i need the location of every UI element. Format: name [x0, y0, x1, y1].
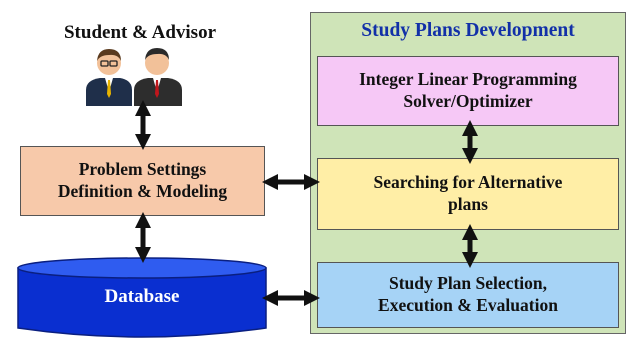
selection-line2: Execution & Evaluation	[378, 295, 558, 315]
panel-title: Study Plans Development	[361, 20, 575, 41]
student-advisor-label: Student & Advisor	[63, 22, 217, 43]
ilp-line2: Solver/Optimizer	[403, 91, 533, 111]
advisor-person-icon	[134, 48, 182, 106]
ilp-solver-box: Integer Linear Programming Solver/Optimi…	[317, 56, 619, 126]
problem-settings-line1: Problem Settings	[78, 159, 207, 180]
search-alternatives-box: Searching for Alternative plans	[317, 158, 619, 230]
ilp-line1: Integer Linear Programming	[359, 69, 577, 90]
search-line2: plans	[448, 194, 488, 214]
student-advisor-people-icon	[86, 48, 182, 106]
selection-line1: Study Plan Selection,	[388, 273, 547, 294]
database-label: Database	[104, 286, 180, 307]
problem-settings-box: Problem Settings Definition & Modeling	[20, 146, 265, 216]
student-person-icon	[86, 49, 132, 106]
search-line1: Searching for Alternative	[373, 172, 563, 193]
problem-settings-line2: Definition & Modeling	[57, 181, 228, 201]
